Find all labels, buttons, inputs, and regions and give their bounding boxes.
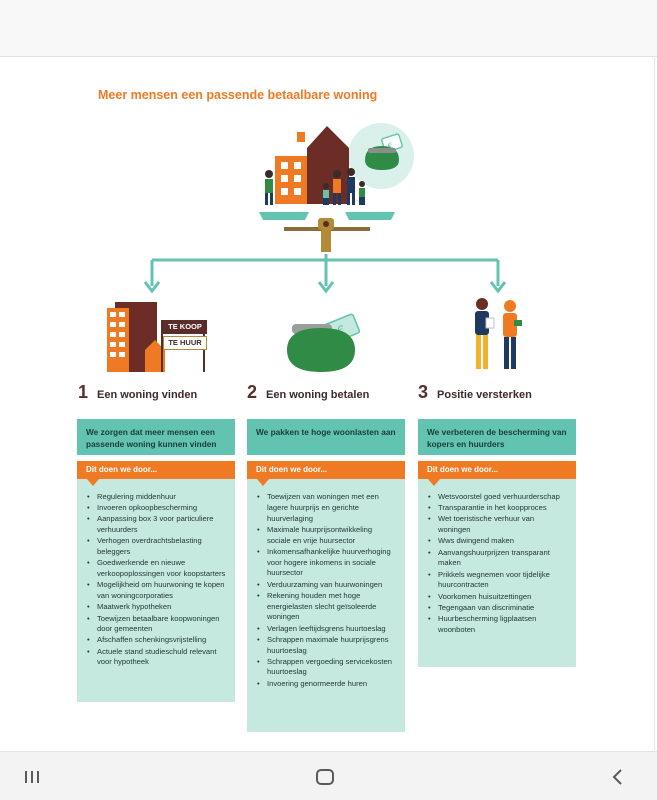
column-heading-2: 2 Een woning betalen <box>247 382 369 403</box>
list-item: Prikkels wegnemen voor tijdelijke huurco… <box>428 570 568 592</box>
wallet-icon: € <box>365 133 403 170</box>
list-item: Wws dwingend maken <box>428 536 568 547</box>
list-item: Verlagen leeftijdsgrens huurtoeslag <box>257 624 397 635</box>
measures-list: Wetsvoorstel goed verhuurderschap Transp… <box>418 479 576 667</box>
list-item: Rekening houden met hoge energielasten s… <box>257 591 397 623</box>
measures-list: Regulering middenhuur Invoeren opkoopbes… <box>77 479 235 702</box>
list-item: Tegengaan van discriminatie <box>428 603 568 614</box>
list-item: Schrappen maximale huurprijsgrens huurto… <box>257 635 397 657</box>
list-item: Afschaffen schenkingsvrijstelling <box>87 635 227 646</box>
list-item: Inkomensafhankelijke huurverhoging voor … <box>257 547 397 579</box>
list-item: Aanvangshuurprijzen transparant maken <box>428 548 568 570</box>
column-pay-home: We pakken te hoge woonlasten aan Dit doe… <box>247 419 405 732</box>
list-item: Mogelijkheid om huurwoning te kopen van … <box>87 580 227 602</box>
column-strengthen-position: We verbeteren de bescherming van kopers … <box>418 419 576 667</box>
list-item: Schrappen vergoeding servicekosten huurt… <box>257 657 397 679</box>
housing-search-illustration: TE KOOP TE HUUR <box>105 294 215 372</box>
list-item: Aanpassing box 3 voor particuliere verhu… <box>87 514 227 536</box>
column-number: 2 <box>247 382 258 402</box>
people-illustration <box>475 298 522 369</box>
list-item: Maatwerk hypotheken <box>87 602 227 613</box>
column-heading-1: 1 Een woning vinden <box>78 382 197 403</box>
column-number: 3 <box>418 382 429 402</box>
housing-scale-illustration: € <box>259 123 414 252</box>
measures-header: Dit doen we door... <box>247 461 405 486</box>
list-item: Wetsvoorstel goed verhuurderschap <box>428 492 568 503</box>
scale-icon <box>259 212 395 252</box>
page-edge <box>654 58 655 750</box>
home-button[interactable] <box>305 762 345 792</box>
list-item: Huurbescherming ligplaatsen woonboten <box>428 614 568 636</box>
column-number: 1 <box>78 382 89 402</box>
column-title: Positie versterken <box>437 389 532 401</box>
for-rent-sign: TE HUUR <box>163 336 207 350</box>
list-item: Transparantie in het koopproces <box>428 503 568 514</box>
column-title: Een woning vinden <box>97 389 198 401</box>
column-heading-3: 3 Positie versterken <box>418 382 532 403</box>
connector-arrows <box>143 254 507 294</box>
browser-top-bar <box>0 0 657 57</box>
column-goal: We pakken te hoge woonlasten aan <box>247 419 405 455</box>
list-item: Toewijzen betaalbare koopwoningen door g… <box>87 614 227 636</box>
column-goal: We verbeteren de bescherming van kopers … <box>418 419 576 455</box>
home-icon <box>316 769 334 785</box>
wallet-illustration: € <box>287 313 361 372</box>
recent-apps-button[interactable] <box>12 762 52 792</box>
back-button[interactable] <box>598 762 638 792</box>
list-item: Verhogen overdrachtsbelasting beleggers <box>87 536 227 558</box>
list-item: Invoering genormeerde huren <box>257 679 397 690</box>
recent-apps-icon <box>25 771 39 783</box>
page-title: Meer mensen een passende betaalbare woni… <box>98 88 378 102</box>
list-item: Voorkomen huisuitzettingen <box>428 592 568 603</box>
list-item: Invoeren opkoopbescherming <box>87 503 227 514</box>
measures-header: Dit doen we door... <box>77 461 235 486</box>
list-item: Verduurzaming van huurwoningen <box>257 580 397 591</box>
column-title: Een woning betalen <box>266 389 370 401</box>
column-find-home: We zorgen dat meer mensen een passende w… <box>77 419 235 702</box>
apartment-building <box>275 156 307 204</box>
list-item: Actuele stand studieschuld relevant voor… <box>87 647 227 669</box>
column-goal: We zorgen dat meer mensen een passende w… <box>77 419 235 455</box>
list-item: Wet toeristische verhuur van woningen <box>428 514 568 536</box>
family-figures <box>265 168 365 205</box>
measures-header: Dit doen we door... <box>418 461 576 486</box>
for-sale-sign: TE KOOP <box>163 320 207 334</box>
list-item: Regulering middenhuur <box>87 492 227 503</box>
list-item: Goedwerkende en nieuwe verkoopoplossinge… <box>87 558 227 580</box>
list-item: Toewijzen van woningen met een lagere hu… <box>257 492 397 524</box>
system-navigation-bar <box>0 751 657 800</box>
back-icon <box>612 769 622 785</box>
list-item: Maximale huurprijsontwikkeling sociale e… <box>257 525 397 547</box>
measures-list: Toewijzen van woningen met een lagere hu… <box>247 479 405 732</box>
svg-text:€: € <box>387 141 395 151</box>
